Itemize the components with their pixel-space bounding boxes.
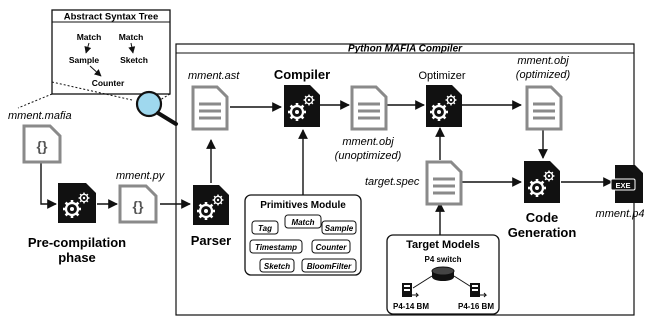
ast-node-counter: Counter [92,78,125,88]
file-icon-target-spec [425,160,463,206]
file-label-py: mment.py [116,170,166,182]
primitives-module: Primitives Module Tag Match Sample Times… [244,194,362,276]
primitive-bloomfilter: BloomFilter [307,262,352,271]
gear-icon-precompile [58,183,96,223]
primitive-match: Match [291,218,314,227]
stage-label-codegen-sub: Generation [508,225,577,240]
file-icon-py: {} [118,184,158,224]
server-icon-p4-16 [470,283,488,298]
svg-text:{}: {} [133,198,144,214]
gear-icon-optimizer [426,85,462,127]
gear-icon-parser [193,185,229,225]
svg-text:EXE: EXE [615,181,630,190]
file-label-obj-opt: mment.obj [517,55,569,67]
compiler-box-title: Python MAFIA Compiler [348,44,463,55]
primitives-title: Primitives Module [260,200,346,211]
file-label-obj-unopt-sub: (unoptimized) [335,150,402,162]
stage-label-parser: Parser [191,233,231,248]
ast-node-sample: Sample [69,55,100,65]
stage-label-optimizer: Optimizer [418,70,465,82]
stage-label-compiler: Compiler [274,67,330,82]
primitive-timestamp: Timestamp [255,243,297,252]
file-label-obj-opt-sub: (optimized) [516,69,571,81]
primitive-tag: Tag [258,224,272,233]
switch-icon [431,266,455,281]
primitive-counter: Counter [316,243,348,252]
file-icon-obj-unoptimized [350,85,388,131]
ast-callout: Abstract Syntax Tree Match Match Sample … [17,9,171,109]
file-icon-ast [191,85,229,131]
ast-node-sketch: Sketch [120,55,148,65]
exe-file-icon: EXE [610,165,643,203]
ast-edge [89,65,102,77]
magnifier-icon [135,90,178,126]
ast-node-match-1: Match [77,32,102,42]
file-icon-mafia: {} [22,124,62,164]
svg-text:{}: {} [37,138,48,154]
targets-title: Target Models [406,239,480,251]
stage-label-codegen: Code [526,210,559,225]
target-p4-16: P4-16 BM [458,302,494,311]
stage-label-precompile-sub: phase [58,250,96,265]
gear-icon-codegen [524,161,560,203]
file-label-mafia: mment.mafia [8,110,72,122]
gear-icon-compiler [284,85,320,127]
ast-edge [128,42,136,54]
file-label-p4: mment.p4 [596,208,645,220]
ast-node-match-2: Match [119,32,144,42]
stage-label-precompile: Pre-compilation [28,235,126,250]
ast-edge [84,42,92,54]
file-label-target-spec: target.spec [365,176,420,188]
target-p4-14: P4-14 BM [393,302,429,311]
targets-switch-label: P4 switch [425,255,462,264]
server-icon-p4-14 [402,283,420,298]
file-label-obj-unopt: mment.obj [342,136,394,148]
primitive-sketch: Sketch [264,262,290,271]
primitive-sample: Sample [325,224,354,233]
flow-arrows [40,100,613,235]
ast-title: Abstract Syntax Tree [64,12,159,23]
file-icon-obj-optimized [525,85,563,131]
file-label-ast: mment.ast [188,70,240,82]
target-models: Target Models P4 switch P4-14 BM P4-16 B… [386,234,500,315]
